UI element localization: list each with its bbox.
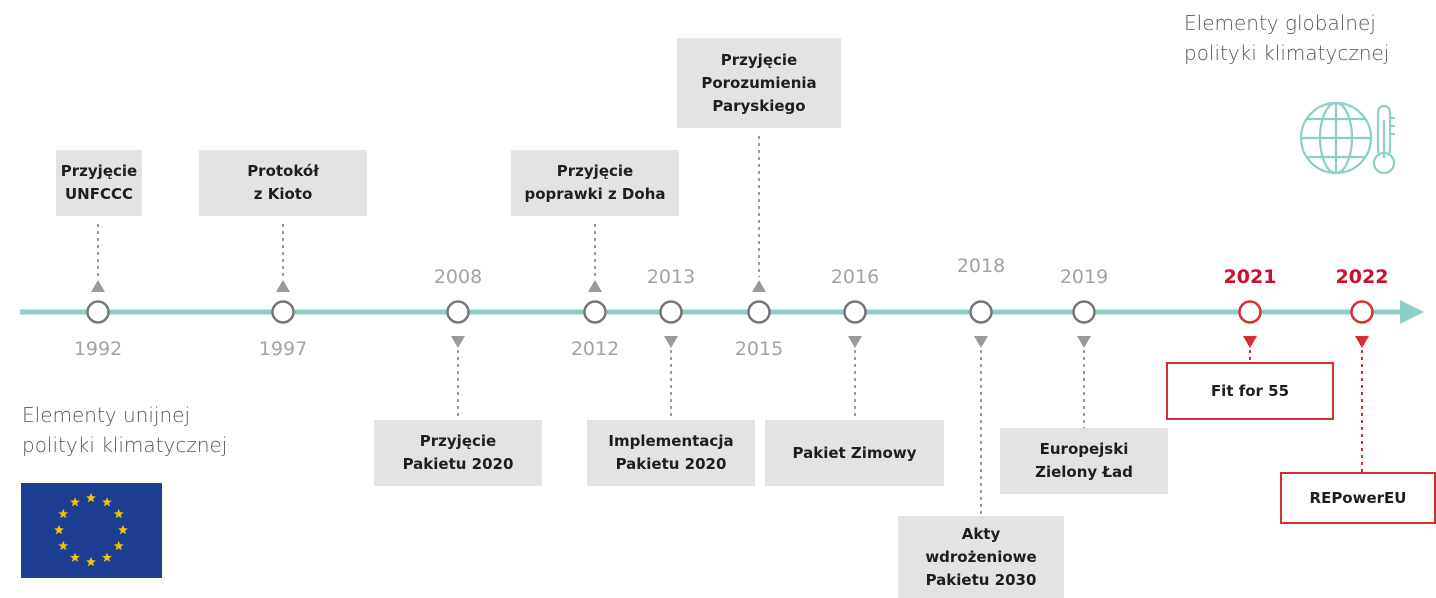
globe-thermometer-icon bbox=[1299, 101, 1396, 175]
marker-2013 bbox=[659, 300, 683, 324]
timeline-arrowhead bbox=[1400, 300, 1424, 324]
pointer-2019 bbox=[1077, 336, 1091, 348]
marker-2018 bbox=[969, 300, 993, 324]
eu-star bbox=[58, 540, 69, 551]
marker-2016 bbox=[843, 300, 867, 324]
year-label-2012: 2012 bbox=[570, 338, 620, 360]
marker-2022 bbox=[1350, 300, 1374, 324]
pointer-2015 bbox=[752, 280, 766, 292]
pointer-2016 bbox=[848, 336, 862, 348]
pointer-2021 bbox=[1243, 336, 1257, 348]
event-box-2015: Przyjęcie Porozumienia Paryskiego bbox=[677, 38, 841, 128]
marker-2008 bbox=[446, 300, 470, 324]
event-box-2018: Akty wdrożeniowe Pakietu 2030 bbox=[898, 516, 1064, 598]
eu-star bbox=[70, 552, 80, 562]
event-box-2021: Fit for 55 bbox=[1166, 362, 1334, 420]
year-label-2022: 2022 bbox=[1335, 266, 1389, 288]
eu-star bbox=[86, 492, 96, 503]
marker-2015 bbox=[747, 300, 771, 324]
eu-star bbox=[102, 552, 112, 562]
event-box-2022: REPowerEU bbox=[1280, 472, 1436, 524]
event-box-2016: Pakiet Zimowy bbox=[765, 420, 944, 486]
event-box-2008: Przyjęcie Pakietu 2020 bbox=[374, 420, 542, 486]
eu-star bbox=[54, 524, 64, 535]
marker-1992 bbox=[86, 300, 110, 324]
year-label-2015: 2015 bbox=[734, 338, 784, 360]
eu-flag-icon bbox=[21, 483, 162, 578]
pointer-2018 bbox=[974, 336, 988, 348]
year-label-2021: 2021 bbox=[1223, 266, 1277, 288]
pointer-2008 bbox=[451, 336, 465, 348]
year-label-2013: 2013 bbox=[646, 266, 696, 288]
event-box-2019: Europejski Zielony Ład bbox=[1000, 428, 1168, 494]
year-label-1997: 1997 bbox=[258, 338, 308, 360]
pointer-2012 bbox=[588, 280, 602, 292]
pointer-2022 bbox=[1355, 336, 1369, 348]
eu-star bbox=[113, 540, 124, 551]
year-label-2016: 2016 bbox=[830, 266, 880, 288]
eu-star bbox=[113, 508, 124, 519]
event-box-1997: Protokół z Kioto bbox=[199, 150, 367, 216]
marker-2012 bbox=[583, 300, 607, 324]
marker-1997 bbox=[271, 300, 295, 324]
pointer-2013 bbox=[664, 336, 678, 348]
year-label-2008: 2008 bbox=[433, 266, 483, 288]
eu-star bbox=[118, 524, 128, 535]
pointer-1992 bbox=[91, 280, 105, 292]
eu-star bbox=[58, 508, 69, 519]
eu-policy-heading: Elementy unijnej polityki klimatycznej bbox=[22, 403, 228, 457]
event-box-1992: Przyjęcie UNFCCC bbox=[56, 150, 142, 216]
pointer-1997 bbox=[276, 280, 290, 292]
year-label-2019: 2019 bbox=[1059, 266, 1109, 288]
global-policy-heading: Elementy globalnej polityki klimatycznej bbox=[1184, 11, 1390, 65]
eu-star bbox=[86, 556, 96, 567]
year-label-1992: 1992 bbox=[73, 338, 123, 360]
event-box-2012: Przyjęcie poprawki z Doha bbox=[511, 150, 679, 216]
year-label-2018: 2018 bbox=[956, 255, 1006, 277]
event-box-2013: Implementacja Pakietu 2020 bbox=[587, 420, 755, 486]
eu-star bbox=[70, 497, 80, 507]
marker-2021 bbox=[1238, 300, 1262, 324]
eu-star bbox=[102, 497, 112, 507]
marker-2019 bbox=[1072, 300, 1096, 324]
